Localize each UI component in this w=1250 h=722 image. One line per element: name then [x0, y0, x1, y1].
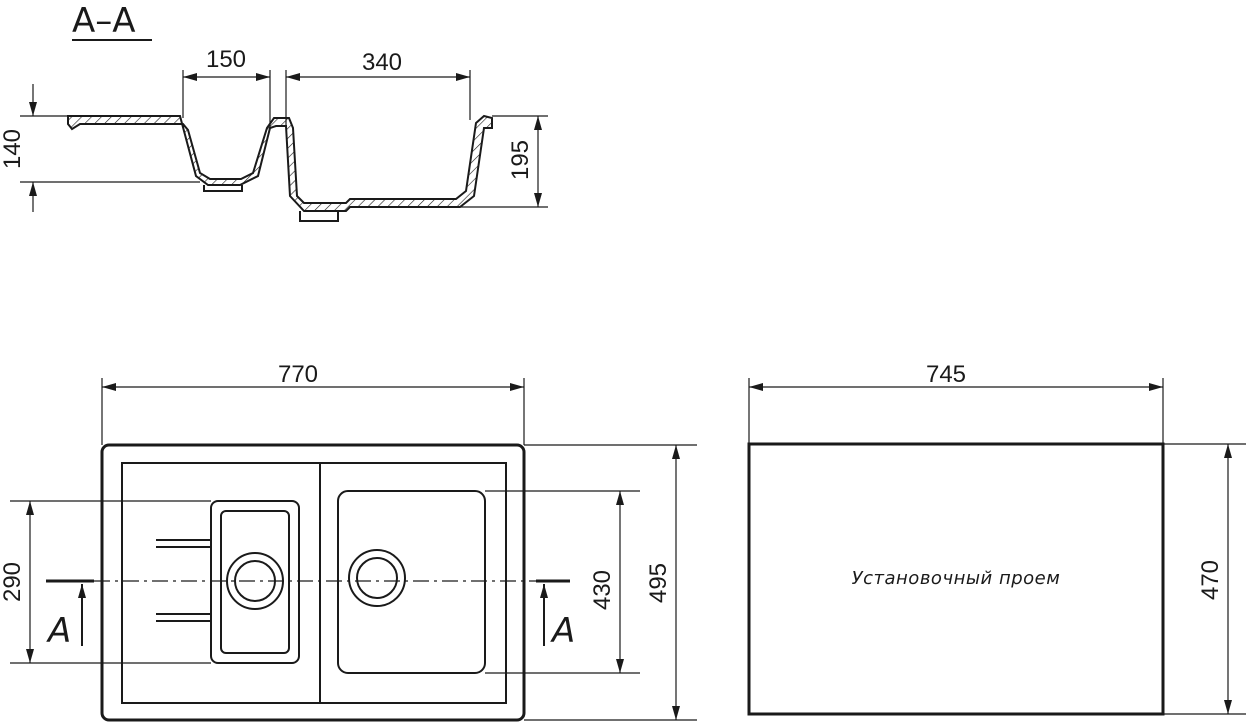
lower-drain-channel: [156, 613, 211, 622]
sink-inner-deck: [121, 462, 507, 704]
cutout-rectangle: [747, 442, 1165, 716]
dim-495-text: 495: [645, 563, 672, 603]
small-drain-fitting: [203, 185, 243, 192]
large-bowl: [337, 490, 486, 674]
cutout-label: Установочный проем: [852, 568, 1061, 589]
large-drain-fitting: [299, 211, 339, 222]
large-drain-outer: [348, 549, 406, 607]
small-bowl-outer: [210, 500, 300, 664]
dim-150-text: 150: [206, 46, 246, 73]
small-bowl-inner: [220, 510, 290, 654]
large-drain-inner: [356, 557, 398, 599]
section-title: A–A: [72, 1, 136, 41]
upper-drain-channel: [156, 539, 211, 548]
dim-290-text: 290: [0, 562, 26, 602]
sink-section-profile: [67, 114, 493, 212]
dim-340-text: 340: [362, 49, 402, 76]
top-view: A A 770 495 430 290: [0, 361, 697, 722]
dim-470-text: 470: [1197, 560, 1224, 600]
dim-745-text: 745: [926, 361, 966, 388]
dim-430-text: 430: [589, 570, 616, 610]
sink-outer-edge: [100, 443, 526, 722]
dim-140-text: 140: [0, 129, 26, 169]
section-view: A–A 150 340 140 195: [0, 1, 548, 222]
dim-770-text: 770: [278, 361, 318, 388]
dim-195-text: 195: [507, 140, 534, 180]
section-marker-left: A: [46, 611, 71, 651]
cutout-view: Установочный проем 745 470: [747, 361, 1246, 716]
section-marker-right: A: [550, 611, 575, 651]
